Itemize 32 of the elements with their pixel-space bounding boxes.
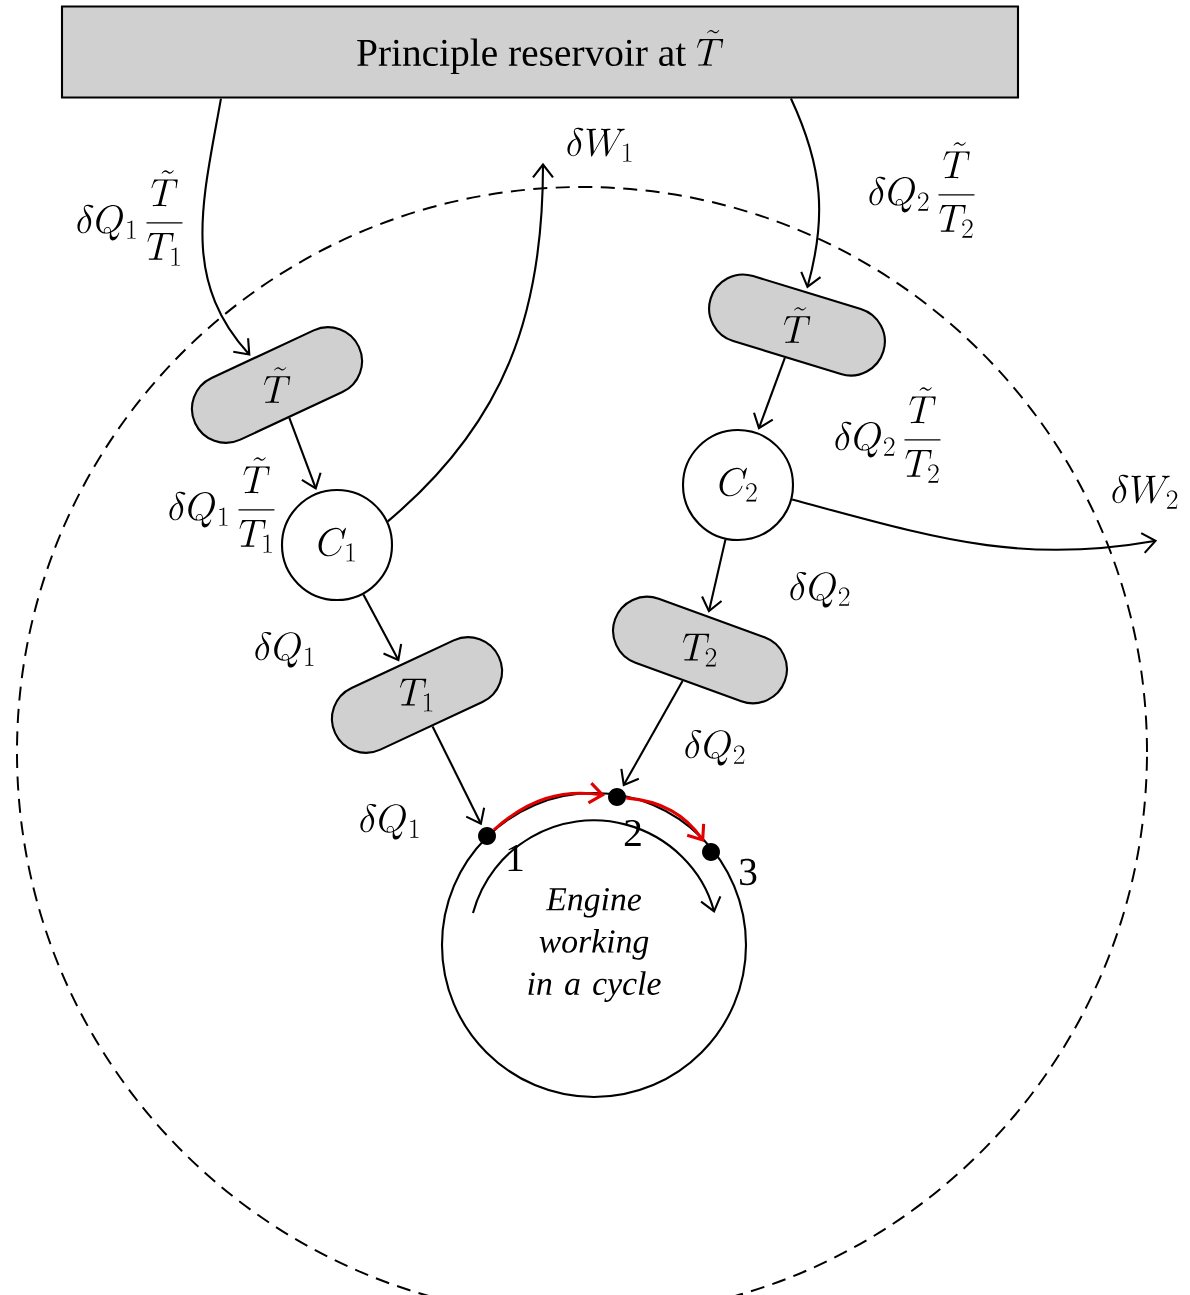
edge-label: $\delta Q_1$ xyxy=(357,803,423,841)
edge-label: $\delta Q_2$ xyxy=(787,571,853,609)
state-point-dot xyxy=(702,843,720,861)
arrow xyxy=(701,539,727,613)
point-label: 2 xyxy=(624,820,641,847)
state-point-dot xyxy=(608,788,626,806)
reservoir-pill: $T_2$ xyxy=(612,595,788,705)
edge-label: $\delta Q_1$ xyxy=(252,631,318,669)
edge-label: $\delta Q_1\,\frac{\tilde{T}}{T_1}$ xyxy=(166,455,278,555)
reservoir-box: $\text{Principle reservoir at }\tilde{T}$ xyxy=(60,5,1020,99)
point-label: 1 xyxy=(508,845,523,871)
arrow xyxy=(387,162,554,523)
edge-label: $\delta Q_2\,\frac{\tilde{T}}{T_2}$ xyxy=(832,385,944,485)
arrow xyxy=(362,593,403,662)
arrow xyxy=(620,680,684,787)
arrow xyxy=(431,725,486,826)
arrow xyxy=(753,357,786,430)
edge-label: $\delta W_2$ xyxy=(1109,474,1181,511)
edge-label: $\delta Q_2$ xyxy=(682,729,748,767)
edge-label: $\delta Q_2\,\frac{\tilde{T}}{T_2}$ xyxy=(866,140,978,240)
reservoir-pill: $T_1$ xyxy=(330,636,504,754)
edge-label: $\delta W_1$ xyxy=(564,127,636,164)
arrow xyxy=(791,498,1158,554)
arrow xyxy=(288,417,322,490)
arrow xyxy=(201,98,251,356)
arrow xyxy=(626,796,706,843)
arrow xyxy=(789,98,822,289)
reservoir-pill: $\tilde{T}$ xyxy=(190,326,364,444)
reservoir-pill: $\tilde{T}$ xyxy=(708,273,886,377)
edge-label: $\delta Q_1\,\frac{\tilde{T}}{T_1}$ xyxy=(74,168,186,268)
arrow xyxy=(492,782,606,832)
state-point-dot xyxy=(478,827,496,845)
